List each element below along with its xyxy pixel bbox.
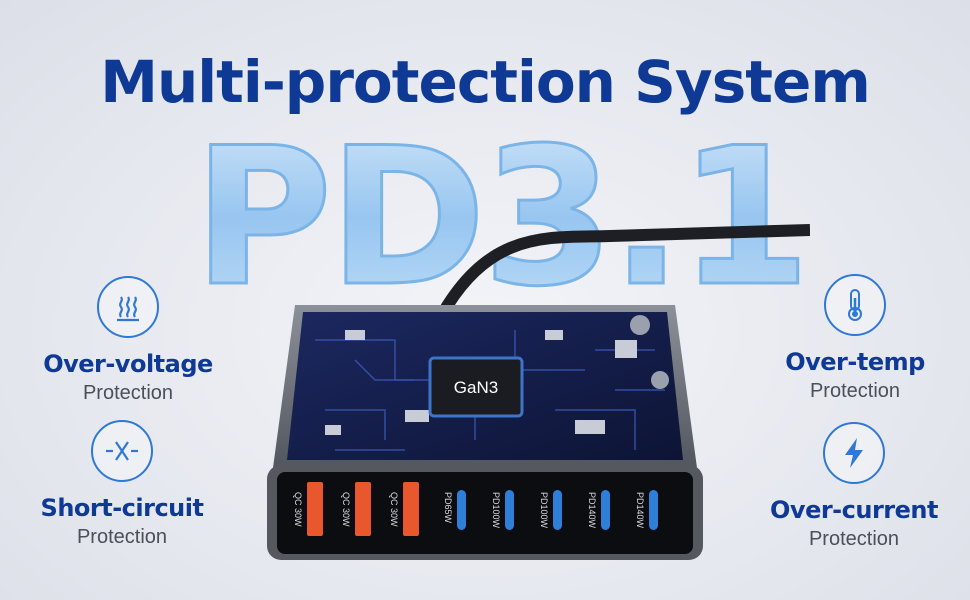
- page-title: Multi-protection System: [100, 48, 871, 116]
- thermometer-icon: [824, 274, 886, 336]
- heat-waves-icon: [97, 276, 159, 338]
- usb-c-port: PD100W: [539, 490, 562, 530]
- usb-a-port: QC 30W: [293, 482, 323, 536]
- port-opening: [601, 490, 610, 530]
- pd31-graphic: PD3.1: [192, 118, 810, 308]
- port-label: PD100W: [491, 492, 501, 529]
- port-opening: [553, 490, 562, 530]
- feature-over-temp: Over-temp Protection: [755, 274, 955, 403]
- chip-label: GaN3: [454, 378, 498, 397]
- port-label: QC 30W: [389, 492, 399, 527]
- port-label: PD65W: [443, 492, 453, 524]
- power-cable: [439, 224, 810, 308]
- charger-device: GaN3 QC 30W QC 30W QC 30W PD65W PD100W PD100W…: [267, 305, 703, 560]
- feature-subtitle: Protection: [82, 382, 174, 404]
- port-opening: [307, 482, 323, 536]
- pd31-text: PD3.1: [193, 118, 807, 308]
- feature-over-current: Over-current Protection: [754, 422, 954, 551]
- short-circuit-icon: [91, 420, 153, 482]
- port-opening: [457, 490, 466, 530]
- feature-over-voltage: Over-voltage Protection: [28, 276, 228, 405]
- usb-a-port: QC 30W: [341, 482, 371, 536]
- port-label: QC 30W: [341, 492, 351, 527]
- port-opening: [355, 482, 371, 536]
- feature-short-circuit: Short-circuit Protection: [22, 420, 222, 549]
- port-opening: [505, 490, 514, 530]
- feature-title: Over-current: [770, 496, 938, 524]
- usb-c-port: PD140W: [635, 490, 658, 530]
- port-label: PD140W: [635, 492, 645, 529]
- usb-c-port: PD140W: [587, 490, 610, 530]
- port-opening: [403, 482, 419, 536]
- feature-subtitle: Protection: [808, 528, 900, 550]
- port-label: PD100W: [539, 492, 549, 529]
- feature-title: Over-temp: [785, 348, 925, 376]
- port-opening: [649, 490, 658, 530]
- usb-c-port: PD65W: [443, 490, 466, 530]
- feature-title: Over-voltage: [43, 350, 213, 378]
- usb-a-port: QC 30W: [389, 482, 419, 536]
- feature-title: Short-circuit: [40, 494, 204, 522]
- port-label: PD140W: [587, 492, 597, 529]
- port-panel: [277, 472, 693, 554]
- feature-subtitle: Protection: [76, 526, 168, 548]
- usb-c-port: PD100W: [491, 490, 514, 530]
- port-label: QC 30W: [293, 492, 303, 527]
- lightning-icon: [823, 422, 885, 484]
- feature-subtitle: Protection: [809, 380, 901, 402]
